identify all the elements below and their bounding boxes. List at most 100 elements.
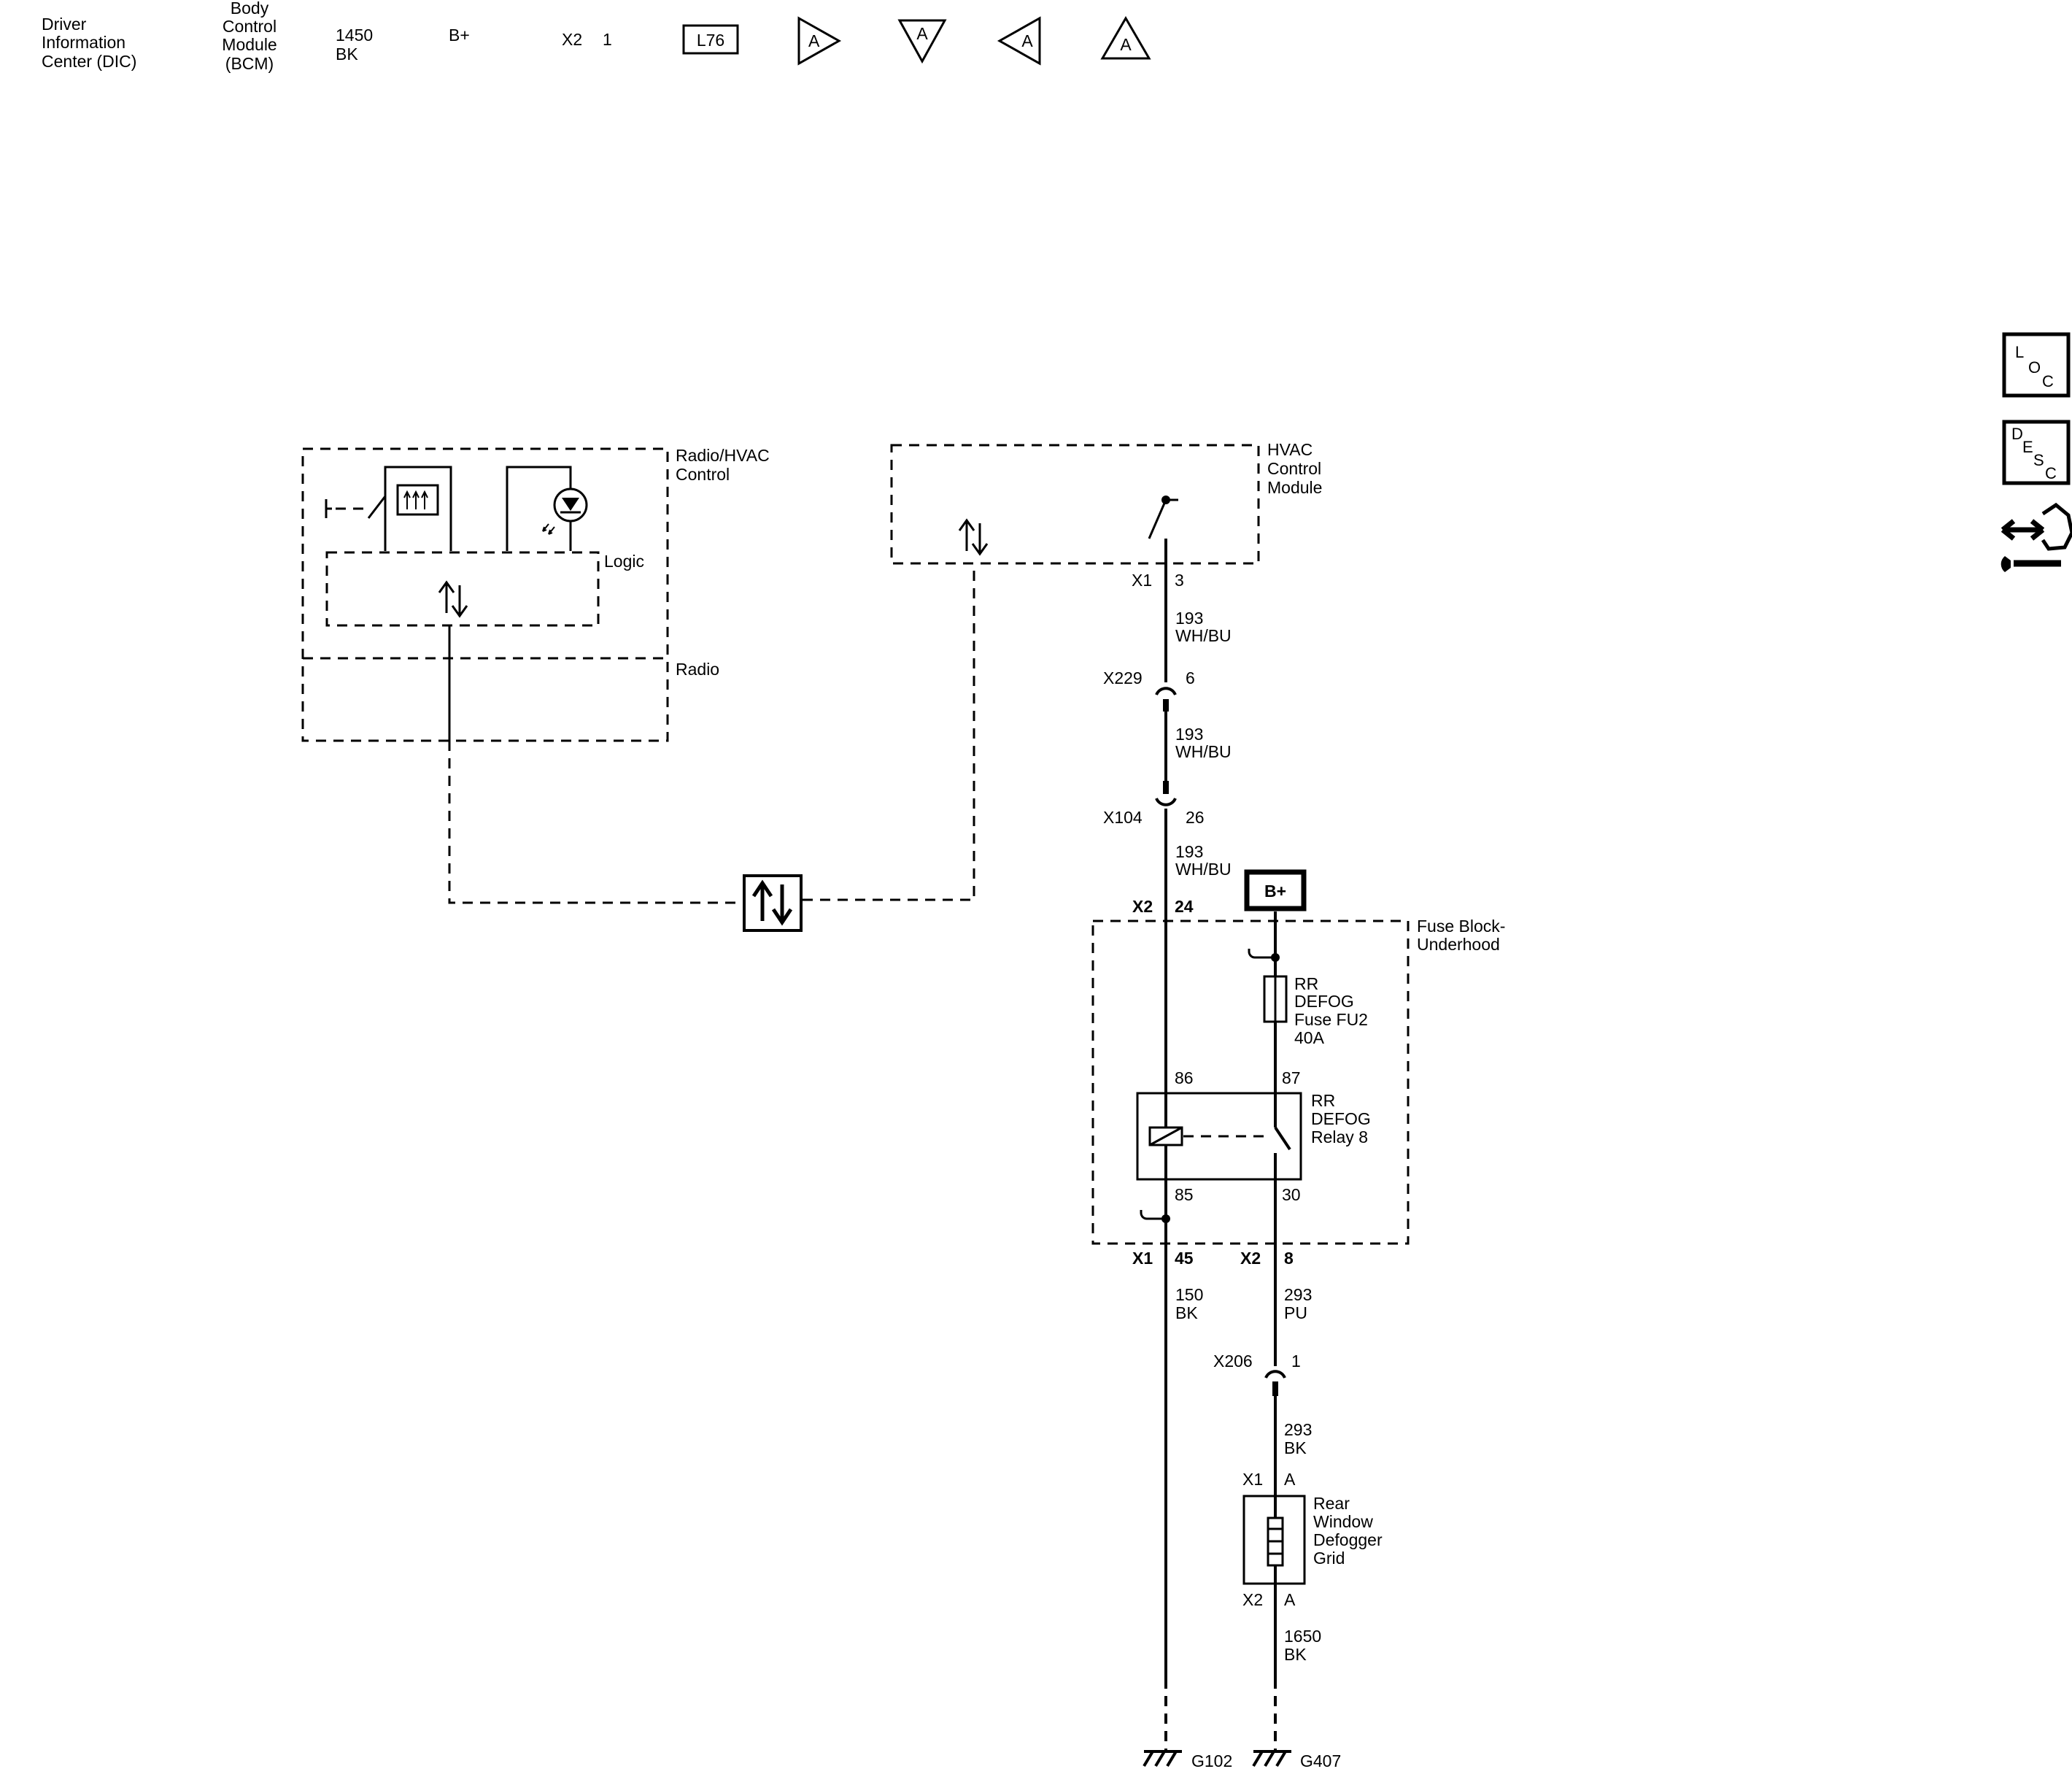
fuse-block-title-line1: Fuse Block- xyxy=(1417,917,1505,936)
wire-150-color: BK xyxy=(1175,1303,1198,1322)
serial-data-bus-right xyxy=(803,563,975,901)
relay-pin-85: 85 xyxy=(1175,1185,1194,1204)
wire-150-number: 150 xyxy=(1175,1285,1203,1304)
connector-service-icon[interactable] xyxy=(2001,502,2072,572)
output1-connector: X1 xyxy=(1132,1249,1153,1268)
fuse-label-line2: DEFOG xyxy=(1294,992,1354,1011)
logic-block xyxy=(325,551,600,627)
ground-bus-tap-icon xyxy=(1140,1210,1166,1220)
wire-193-a-number: 193 xyxy=(1175,609,1203,628)
svg-text:6: 6 xyxy=(1186,668,1195,687)
fuse-label-line1: RR xyxy=(1294,974,1318,993)
offpage-up-triangle-icon xyxy=(1100,16,1151,60)
svg-text:C: C xyxy=(2045,464,2057,482)
indicator-led-icon xyxy=(506,466,588,551)
wire-193-c-number: 193 xyxy=(1175,842,1203,861)
relay-control-circuit: 193 WH/BU X229 6 193 WH/BU X104 26 193 W… xyxy=(1103,539,1232,1219)
offpage-right-label: A xyxy=(808,31,820,50)
location-icon[interactable]: L O C xyxy=(2002,332,2071,398)
hvac-pin-label: 3 xyxy=(1175,571,1184,590)
legend-wire-number: 1450 xyxy=(336,26,373,45)
relay-label-line1: RR xyxy=(1311,1091,1335,1110)
svg-text:E: E xyxy=(2022,438,2033,456)
bus-tap-icon xyxy=(1248,949,1275,959)
legend-dic-line2: Information xyxy=(42,33,125,52)
relay-coil-diagonal xyxy=(1149,1126,1183,1146)
svg-text:O: O xyxy=(2028,358,2041,377)
relay-label-line3: Relay 8 xyxy=(1311,1128,1368,1146)
radio-hvac-title-line2: Control xyxy=(676,465,730,484)
hvac-control-module: HVAC Control Module X1 3 xyxy=(890,440,1322,590)
option-code-label: L76 xyxy=(697,31,724,50)
radio-label: Radio xyxy=(676,660,719,679)
wire-193-b-number: 193 xyxy=(1175,725,1203,744)
svg-text:B+: B+ xyxy=(1264,882,1286,901)
svg-text:X229: X229 xyxy=(1103,668,1143,687)
inline-connector-x104: X104 26 xyxy=(1103,781,1205,827)
option-code-box xyxy=(682,24,739,55)
serial-data-arrows-icon xyxy=(438,580,468,618)
svg-text:26: 26 xyxy=(1186,808,1205,827)
defogger-element-lines xyxy=(1268,1527,1283,1555)
svg-text:S: S xyxy=(2033,451,2044,469)
description-icon[interactable]: D E S C xyxy=(2002,420,2071,485)
fuse-label-line3: Fuse FU2 xyxy=(1294,1010,1368,1029)
wire-293-pu-color: PU xyxy=(1284,1303,1307,1322)
legend-bcm-line3: Module xyxy=(222,35,277,54)
offpage-down-triangle-icon xyxy=(897,19,947,64)
fuse-block-input-connector: X2 xyxy=(1132,897,1153,916)
ground-g102-icon: G102 xyxy=(1143,1750,1232,1770)
wire-293-pu-number: 293 xyxy=(1284,1285,1312,1304)
defogger-bottom-connector: X2 xyxy=(1242,1590,1263,1609)
hvac-title-line2: Control xyxy=(1267,459,1321,478)
inline-connector-x206: X206 1 xyxy=(1213,1352,1301,1396)
legend-power: B+ xyxy=(449,26,470,45)
fuse-block-outline xyxy=(1091,920,1410,1245)
hvac-title-line1: HVAC xyxy=(1267,440,1313,459)
output2-pin: 8 xyxy=(1284,1249,1294,1268)
defogger-label-line3: Defogger xyxy=(1313,1530,1383,1549)
svg-text:D: D xyxy=(2011,425,2023,443)
legend-wire-color: BK xyxy=(336,45,358,63)
relay-pin-87: 87 xyxy=(1282,1068,1301,1087)
offpage-right-triangle-icon xyxy=(797,16,842,66)
legend-bcm-line4: (BCM) xyxy=(225,54,274,73)
legend-bcm-line2: Control xyxy=(223,17,277,36)
defogger-label-line4: Grid xyxy=(1313,1549,1345,1568)
ground-g102-label: G102 xyxy=(1191,1751,1232,1770)
wire-193-b-color: WH/BU xyxy=(1175,742,1232,761)
svg-text:1: 1 xyxy=(1291,1352,1301,1371)
relay-pin-30: 30 xyxy=(1282,1185,1301,1204)
legend-dic-line3: Center (DIC) xyxy=(42,52,136,71)
offpage-down-label: A xyxy=(916,24,928,43)
defog-switch-icon xyxy=(325,466,452,551)
defogger-label-line2: Window xyxy=(1313,1512,1373,1531)
fuse-block-input-pin: 24 xyxy=(1175,897,1194,916)
fuse-block-underhood: Fuse Block- Underhood X2 24 B+ RR DEFOG … xyxy=(1091,869,1505,1245)
legend-bcm-line1: Body xyxy=(231,0,269,18)
wire-193-c-color: WH/BU xyxy=(1175,860,1232,879)
radio-hvac-control: Radio/HVAC Control Logic Radio xyxy=(301,446,770,742)
serial-data-bus-icon xyxy=(743,874,803,932)
defogger-top-pin: A xyxy=(1284,1470,1296,1489)
offpage-left-triangle-icon xyxy=(997,16,1041,66)
svg-text:X206: X206 xyxy=(1213,1352,1253,1371)
svg-text:C: C xyxy=(2042,372,2054,390)
fuse-block-title-line2: Underhood xyxy=(1417,935,1500,954)
svg-text:X104: X104 xyxy=(1103,808,1143,827)
wire-1650-number: 1650 xyxy=(1284,1627,1321,1646)
ground-g407-label: G407 xyxy=(1300,1751,1341,1770)
hvac-control-module-outline xyxy=(890,444,1260,565)
inline-connector-x229: X229 6 xyxy=(1103,668,1195,712)
defogger-bottom-pin: A xyxy=(1284,1590,1296,1609)
wire-293-bk-color: BK xyxy=(1284,1438,1307,1457)
offpage-up-label: A xyxy=(1120,35,1132,54)
radio-hvac-control-outline xyxy=(301,447,669,742)
battery-power-source: B+ xyxy=(1244,869,1307,911)
wire-1650-color: BK xyxy=(1284,1645,1307,1664)
defogger-top-connector: X1 xyxy=(1242,1470,1263,1489)
wire-193-a-color: WH/BU xyxy=(1175,626,1232,645)
output2-connector: X2 xyxy=(1240,1249,1261,1268)
hvac-data-arrows-icon xyxy=(958,518,989,556)
logic-label: Logic xyxy=(604,552,644,571)
